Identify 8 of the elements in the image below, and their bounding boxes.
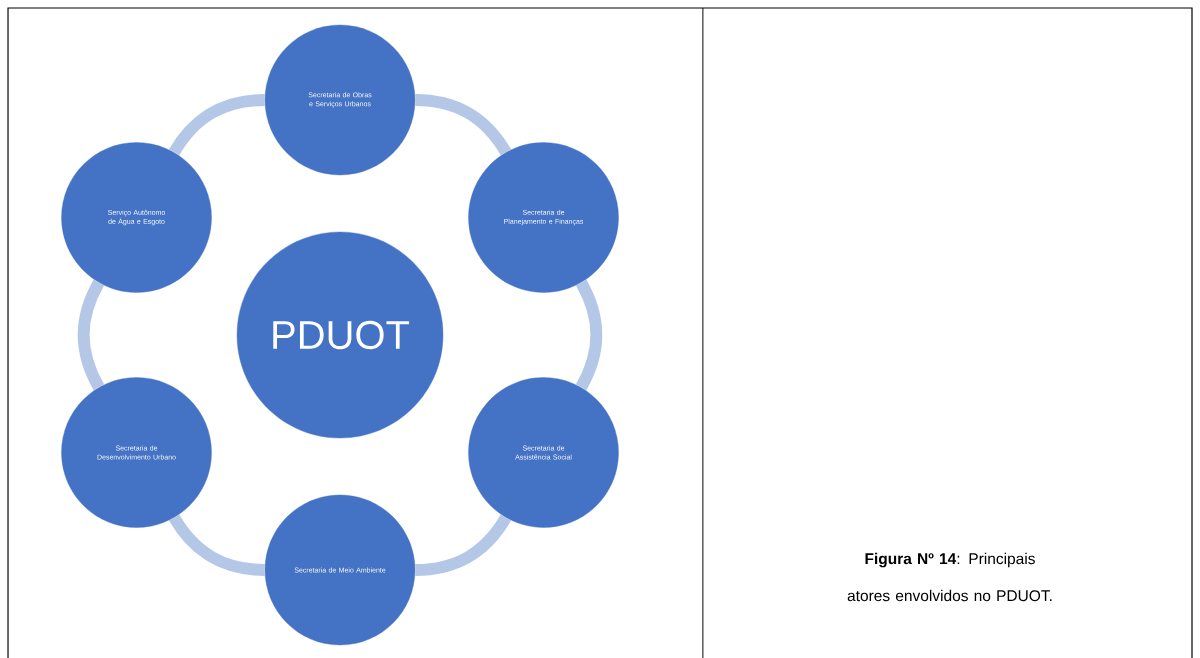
ring-segment: [415, 94, 511, 156]
ring-segment: [169, 514, 265, 576]
circle-node: PDUOT: [236, 231, 444, 439]
ring-segment: [575, 279, 603, 391]
ring-segment: [415, 514, 511, 576]
ring-segment: [77, 279, 105, 391]
ring-segment: [169, 94, 265, 156]
figure-caption: Figura Nº 14: Principais atores envolvidos no PDUOT.: [847, 552, 1052, 602]
